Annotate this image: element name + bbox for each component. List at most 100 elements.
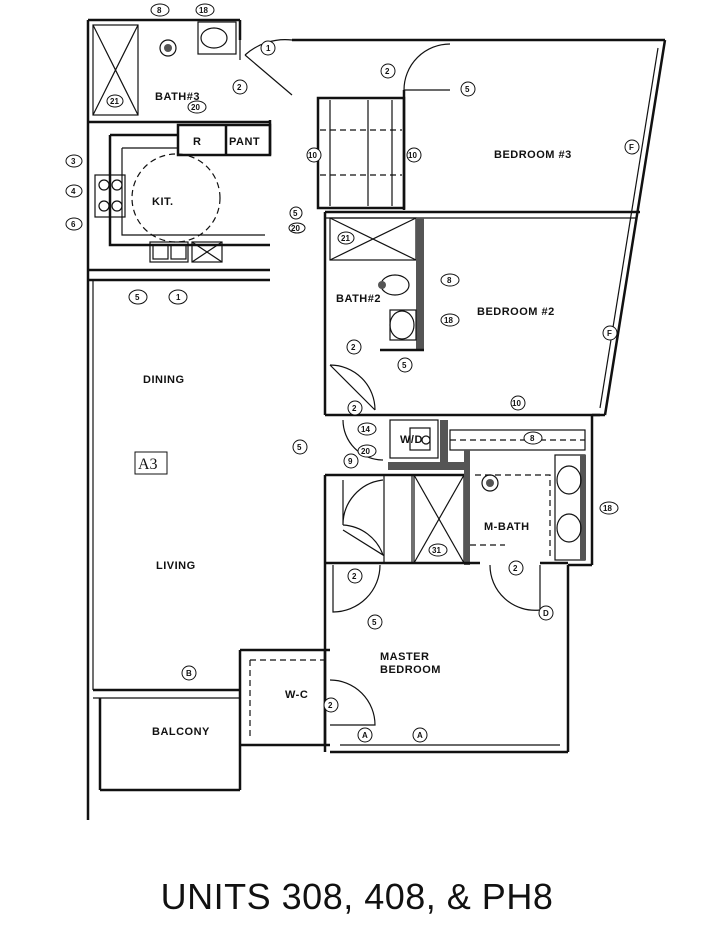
label-bath2: BATH#2 (336, 293, 381, 305)
svg-text:18: 18 (199, 6, 208, 15)
unit-type-label: A3 (138, 456, 158, 473)
tag: 5 (128, 289, 148, 305)
svg-text:10: 10 (308, 151, 317, 160)
svg-text:A: A (417, 731, 423, 740)
tag: 2 (380, 63, 396, 79)
svg-text:2: 2 (237, 83, 242, 92)
tag: 1 (168, 289, 188, 305)
tag: 18 (195, 3, 215, 17)
svg-text:F: F (629, 143, 634, 152)
svg-text:5: 5 (135, 293, 140, 302)
tag: 8 (440, 273, 460, 287)
svg-text:A: A (362, 731, 368, 740)
tag: 5 (289, 206, 303, 220)
tag: 21 (337, 231, 355, 245)
tag: 14 (357, 422, 377, 436)
tag: 18 (440, 313, 460, 327)
label-bath3: BATH#3 (155, 91, 200, 103)
svg-text:8: 8 (157, 6, 162, 15)
callout-tags: 8 18 21 1 2 20 2 5 3 4 6 10 10 F 5 20 21… (65, 3, 640, 743)
tag: D (538, 605, 554, 621)
svg-text:2: 2 (385, 67, 390, 76)
tag: A (412, 727, 428, 743)
label-dining: DINING (143, 374, 185, 386)
label-wc: W-C (285, 689, 308, 701)
label-bedroom3: BEDROOM #3 (494, 149, 572, 161)
tag: 5 (367, 614, 383, 630)
doors (244, 39, 541, 726)
svg-text:10: 10 (408, 151, 417, 160)
tag: 10 (406, 147, 422, 163)
tag: 31 (428, 543, 448, 557)
svg-text:D: D (543, 609, 549, 618)
svg-text:2: 2 (328, 701, 333, 710)
tag: 2 (323, 697, 339, 713)
tag: 10 (510, 395, 526, 411)
label-balcony: BALCONY (152, 726, 210, 738)
svg-text:2: 2 (351, 343, 356, 352)
label-master-line1: MASTER (380, 651, 429, 663)
label-wd: W/D (400, 434, 423, 446)
svg-text:21: 21 (110, 97, 119, 106)
tag: 9 (343, 453, 359, 469)
tag: B (181, 665, 197, 681)
svg-text:2: 2 (352, 572, 357, 581)
tag: 8 (150, 3, 170, 17)
svg-text:5: 5 (297, 443, 302, 452)
tag: 18 (599, 501, 619, 515)
tag: 2 (347, 400, 363, 416)
fixtures (92, 21, 582, 543)
svg-text:8: 8 (447, 276, 452, 285)
svg-text:2: 2 (352, 404, 357, 413)
svg-text:5: 5 (465, 85, 470, 94)
svg-text:B: B (186, 669, 192, 678)
svg-text:18: 18 (603, 504, 612, 513)
svg-text:1: 1 (176, 293, 181, 302)
label-pantry: PANT (229, 136, 260, 148)
exterior-walls (86, 18, 667, 820)
tag: A (357, 727, 373, 743)
interior-walls (88, 40, 640, 752)
label-master-line2: BEDROOM (380, 664, 441, 676)
tag: 20 (357, 444, 377, 458)
svg-text:20: 20 (191, 103, 200, 112)
tag: 21 (106, 94, 124, 108)
tag: 20 (187, 100, 207, 114)
svg-text:20: 20 (291, 224, 300, 233)
svg-text:9: 9 (348, 457, 353, 466)
svg-text:10: 10 (512, 399, 521, 408)
tag: 20 (288, 222, 306, 234)
svg-text:3: 3 (71, 157, 76, 166)
unit-type-marker: A3 (134, 451, 168, 475)
tag: 8 (523, 431, 543, 445)
tag: 5 (292, 439, 308, 455)
svg-text:31: 31 (432, 546, 441, 555)
svg-text:8: 8 (530, 434, 535, 443)
svg-text:20: 20 (361, 447, 370, 456)
label-mbath: M-BATH (484, 521, 530, 533)
tag: F (602, 325, 618, 341)
svg-text:14: 14 (361, 425, 370, 434)
tag: 10 (306, 147, 322, 163)
svg-text:5: 5 (372, 618, 377, 627)
label-kitchen: KIT. (152, 196, 174, 208)
tag: 3 (65, 154, 83, 168)
tag: 2 (232, 79, 248, 95)
room-labels: BATH#3 R PANT BEDROOM #3 KIT. BATH#2 BED… (143, 91, 572, 738)
tag: 1 (260, 40, 276, 56)
svg-text:F: F (607, 329, 612, 338)
tag: 2 (508, 560, 524, 576)
tag: 4 (65, 184, 83, 198)
label-bedroom2: BEDROOM #2 (477, 306, 555, 318)
tag: 6 (65, 217, 83, 231)
svg-text:2: 2 (513, 564, 518, 573)
units-caption: UNITS 308, 408, & PH8 (160, 876, 554, 917)
label-living: LIVING (156, 560, 196, 572)
svg-text:1: 1 (266, 44, 271, 53)
tag: 5 (397, 357, 413, 373)
svg-text:5: 5 (293, 209, 298, 218)
svg-text:6: 6 (71, 220, 76, 229)
tag: 2 (346, 339, 362, 355)
svg-text:18: 18 (444, 316, 453, 325)
